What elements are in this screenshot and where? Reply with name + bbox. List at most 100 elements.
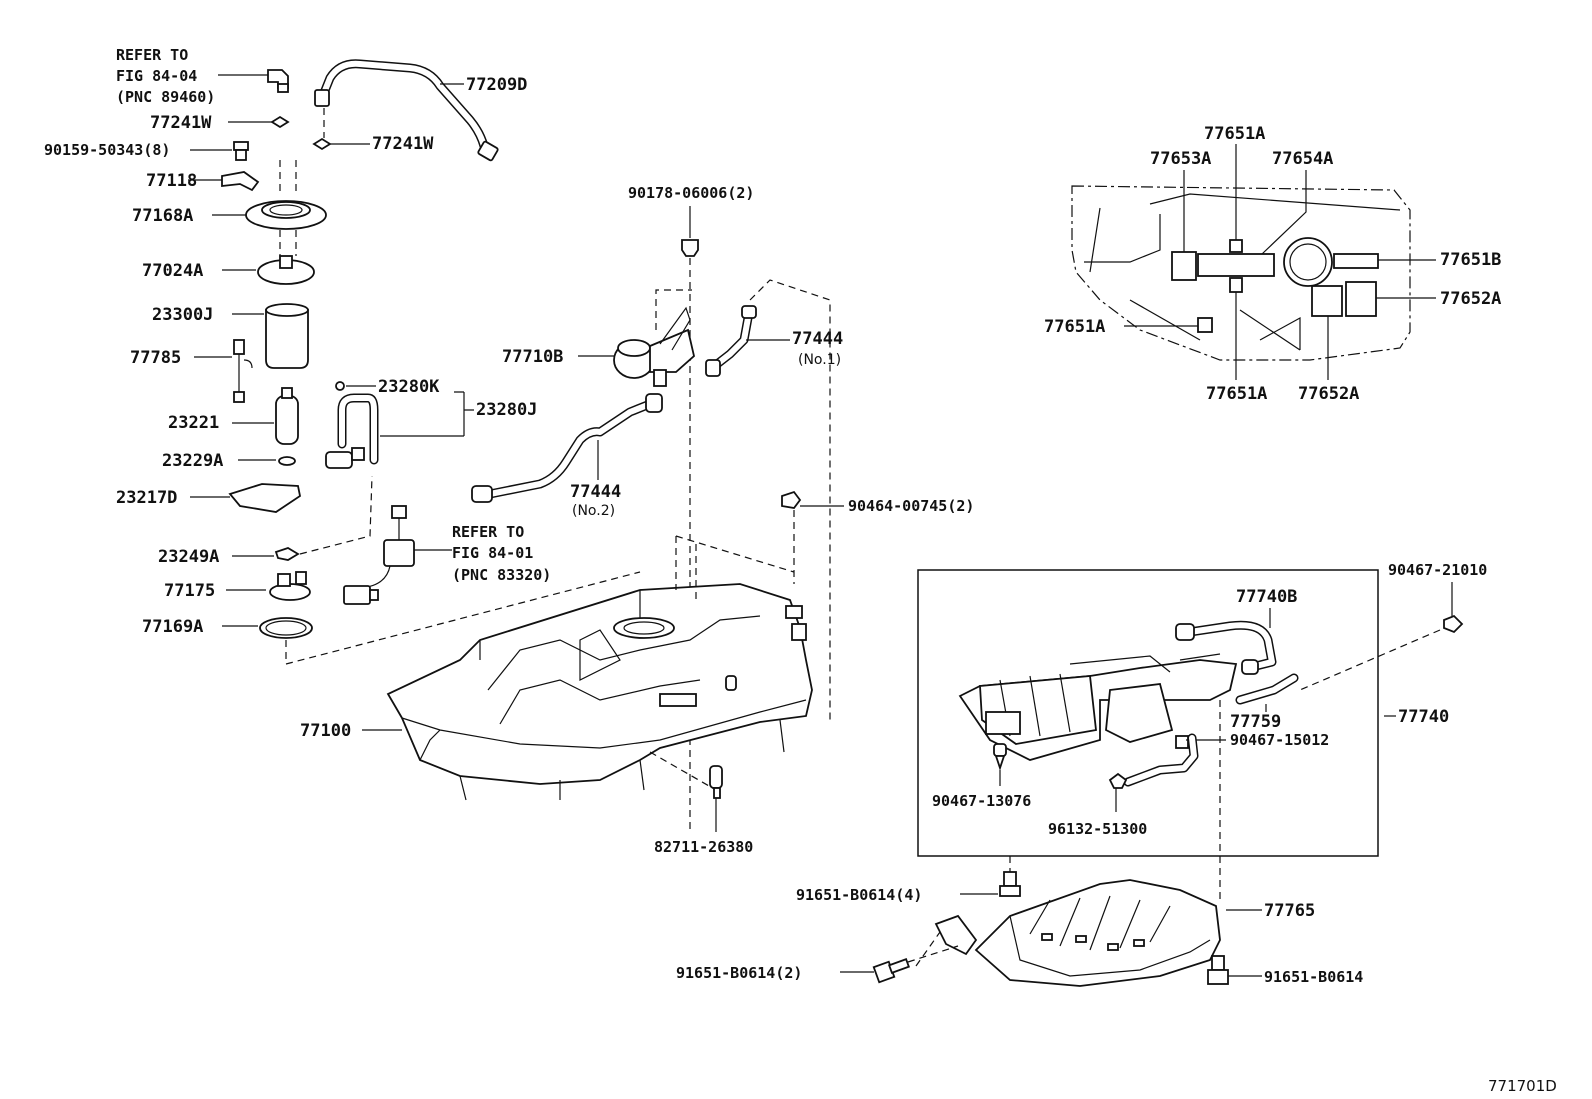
protector-77765 — [934, 879, 1221, 987]
label-77118: 77118 — [146, 171, 197, 191]
pad-77651A-left — [1197, 317, 1213, 333]
label-77241W-left: 77241W — [150, 113, 212, 133]
label-90467-13076: 90467-13076 — [932, 792, 1031, 810]
label-77024A: 77024A — [142, 261, 203, 281]
gasket-77169A — [259, 617, 313, 639]
connector-part — [267, 69, 289, 93]
hose-77444-no2 — [471, 393, 663, 503]
label-77168A: 77168A — [132, 206, 193, 226]
clip-77241W-right — [312, 137, 332, 151]
clip-90467-13076 — [993, 743, 1007, 771]
label-90178: 90178-06006(2) — [628, 184, 754, 202]
clip-96132 — [1108, 772, 1128, 789]
hose-77759 — [1235, 673, 1299, 705]
svg-text:FIG 84-04: FIG 84-04 — [116, 67, 197, 85]
label-90467-21010: 90467-21010 — [1388, 561, 1487, 579]
fuel-tank-77100 — [386, 583, 813, 801]
pad-77651A-top — [1229, 239, 1243, 253]
retainer-77175 — [269, 571, 311, 601]
tank-outline-labels — [1071, 185, 1411, 361]
regulator-23280J — [325, 393, 379, 469]
pump-23221 — [275, 387, 299, 445]
bolt-91651 — [1207, 955, 1229, 985]
bracket-77118 — [221, 171, 260, 192]
canister-body — [958, 653, 1238, 761]
label-77209D: 77209D — [466, 75, 527, 95]
label-77740B: 77740B — [1236, 587, 1297, 607]
label-23300J: 23300J — [152, 305, 213, 325]
svg-text:REFER TO: REFER TO — [116, 46, 188, 64]
pad-77652A-left — [1311, 285, 1343, 317]
label-77444-no1-sub: (No.1) — [798, 352, 841, 368]
clip-90464 — [781, 490, 802, 509]
label-23221: 23221 — [168, 413, 219, 433]
pad-77654A — [1197, 253, 1275, 277]
label-77785: 77785 — [130, 348, 181, 368]
svg-text:(PNC 89460): (PNC 89460) — [116, 88, 215, 106]
reference-note-fig-84-01: REFER TO FIG 84-01 (PNC 83320) — [452, 523, 551, 584]
hose-96132 — [1123, 733, 1199, 787]
label-77759: 77759 — [1230, 712, 1281, 732]
fuel-line-77209D — [314, 59, 499, 162]
label-77652A-bottom: 77652A — [1298, 384, 1359, 404]
label-91651-4: 91651-B0614(4) — [796, 886, 922, 904]
bolt-91651-4 — [999, 871, 1021, 897]
label-82711: 82711-26380 — [654, 838, 753, 856]
label-77100: 77100 — [300, 721, 351, 741]
valve-77710B — [613, 306, 695, 387]
pump-cap-77024A — [257, 255, 315, 285]
svg-text:FIG 84-01: FIG 84-01 — [452, 544, 533, 562]
label-77651B: 77651B — [1440, 250, 1501, 270]
retainer-ring-77168A — [245, 200, 327, 230]
strainer-23217D — [228, 483, 302, 513]
bolt-91651-2 — [872, 958, 910, 984]
label-77651A-left: 77651A — [1044, 317, 1105, 337]
label-77740: 77740 — [1398, 707, 1449, 727]
label-90159: 90159-50343(8) — [44, 141, 170, 159]
label-91651: 91651-B0614 — [1264, 968, 1363, 986]
diagram-code: 771701D — [1488, 1077, 1557, 1095]
label-77651A-top: 77651A — [1204, 124, 1265, 144]
pad-77651A-bottom — [1229, 277, 1243, 293]
label-77241W-right: 77241W — [372, 134, 434, 154]
pad-77652A-right — [1345, 281, 1377, 317]
clip-77241W-left — [270, 115, 290, 129]
label-77175: 77175 — [164, 581, 215, 601]
label-23229A: 23229A — [162, 451, 223, 471]
hose-77740B — [1175, 620, 1277, 675]
label-77710B: 77710B — [502, 347, 563, 367]
label-23280K: 23280K — [378, 377, 440, 397]
label-90467-15012: 90467-15012 — [1230, 731, 1329, 749]
pad-77653A — [1171, 251, 1197, 281]
filter-23300J — [265, 303, 309, 369]
canister-assembly-frame — [917, 569, 1379, 857]
svg-text:(PNC 83320): (PNC 83320) — [452, 566, 551, 584]
screw-90159 — [233, 141, 249, 161]
label-77653A: 77653A — [1150, 149, 1211, 169]
clamp-82711 — [709, 765, 723, 799]
label-77654A: 77654A — [1272, 149, 1333, 169]
label-91651-2: 91651-B0614(2) — [676, 964, 802, 982]
pad-77651B — [1333, 253, 1379, 269]
washer-23229A — [278, 456, 296, 466]
label-77444-no2-sub: (No.2) — [572, 503, 615, 519]
hose-77444-no1 — [705, 305, 757, 377]
oring-23280K — [335, 381, 345, 391]
nut-90178 — [681, 239, 699, 257]
label-23280J: 23280J — [476, 400, 537, 420]
label-96132: 96132-51300 — [1048, 820, 1147, 838]
svg-text:REFER TO: REFER TO — [452, 523, 524, 541]
label-77652A-right: 77652A — [1440, 289, 1501, 309]
sender-gauge — [343, 505, 415, 605]
label-77169A: 77169A — [142, 617, 203, 637]
label-77765: 77765 — [1264, 901, 1315, 921]
label-77444-no1: 77444 — [792, 329, 843, 349]
label-23249A: 23249A — [158, 547, 219, 567]
clip-23249A — [274, 547, 300, 561]
sender-77785 — [233, 339, 253, 403]
clip-90467-21010 — [1443, 614, 1464, 634]
label-77444-no2: 77444 — [570, 482, 621, 502]
label-23217D: 23217D — [116, 488, 177, 508]
reference-note-fig-84-04: REFER TO FIG 84-04 (PNC 89460) — [116, 46, 215, 106]
